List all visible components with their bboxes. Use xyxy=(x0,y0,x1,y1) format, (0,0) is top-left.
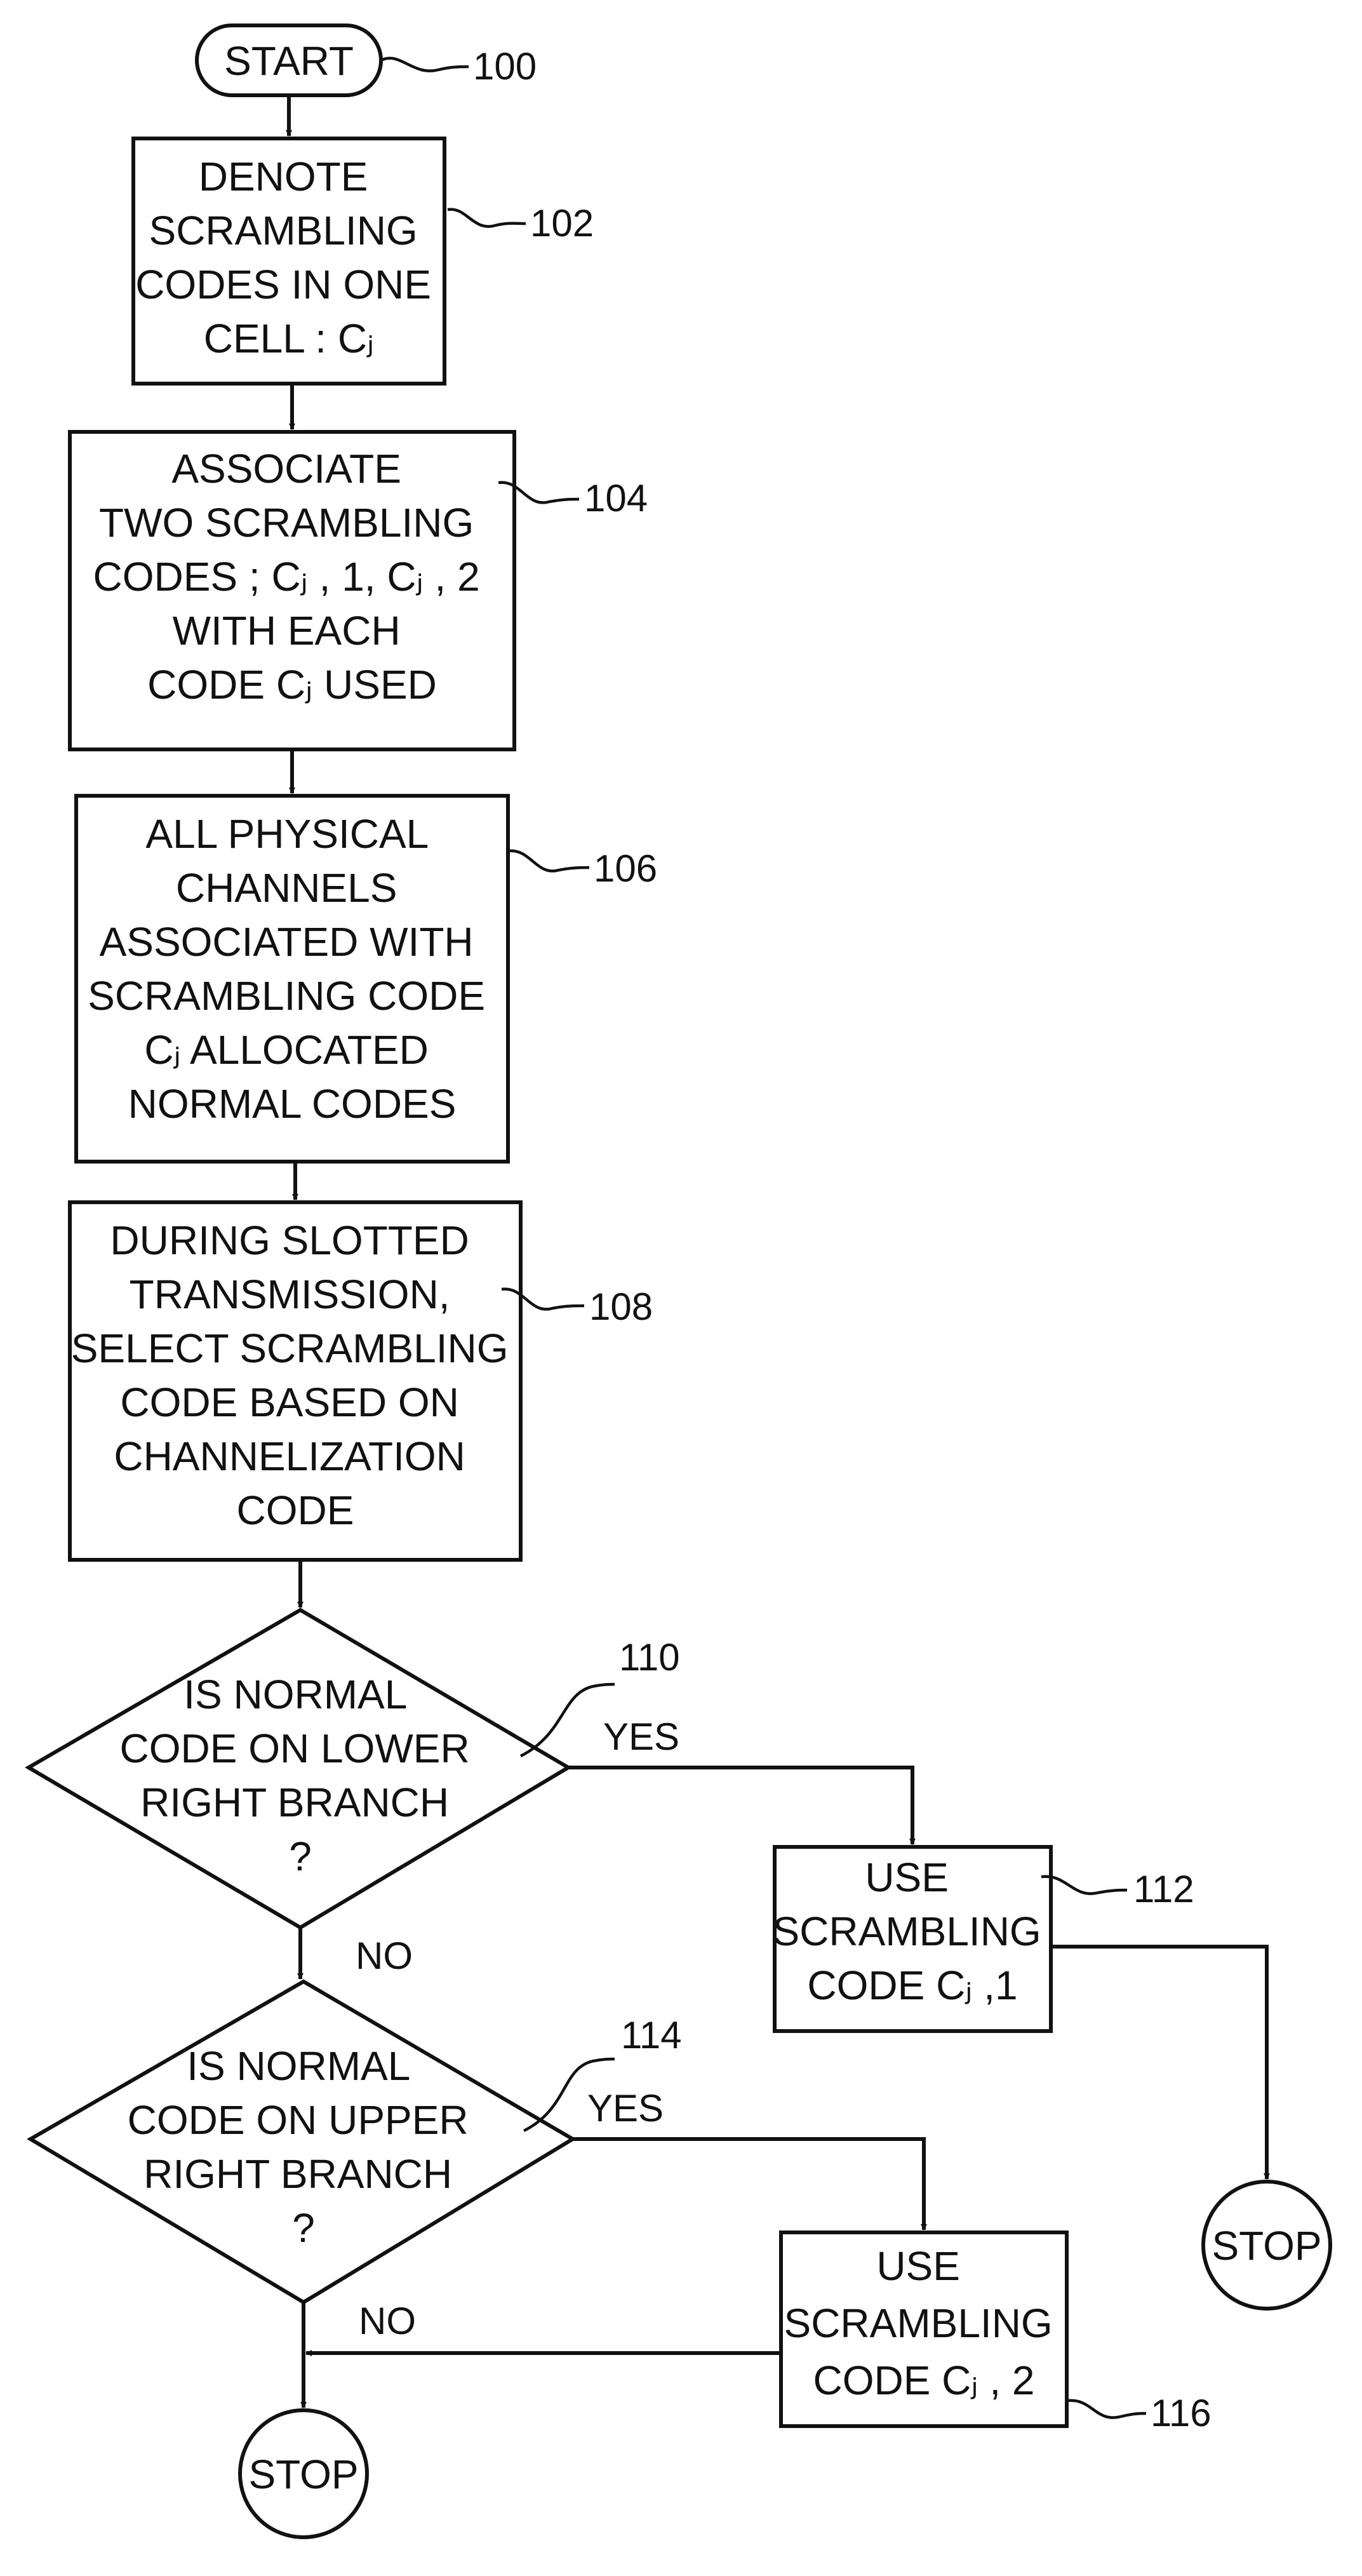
ref-106: 106 xyxy=(594,847,657,890)
leader-110 xyxy=(521,1684,615,1756)
leader-116 xyxy=(1067,2401,1146,2418)
leader-100 xyxy=(381,58,469,71)
stop-right-label: STOP xyxy=(1212,2223,1321,2269)
stop-bottom-terminal: STOP xyxy=(240,2410,367,2537)
leader-106 xyxy=(508,851,589,871)
step-106-box: ALL PHYSICAL CHANNELS ASSOCIATED WITH SC… xyxy=(76,796,508,1162)
ref-108: 108 xyxy=(589,1285,653,1328)
leader-112 xyxy=(1041,1877,1127,1894)
step-116-box: USE SCRAMBLING CODE Cⱼ , 2 xyxy=(781,2232,1067,2426)
yes-label-110: YES xyxy=(603,1715,679,1758)
step-102-box: DENOTE SCRAMBLING CODES IN ONE CELL : Cⱼ xyxy=(133,138,444,384)
decision-110-diamond: IS NORMAL CODE ON LOWER RIGHT BRANCH ? xyxy=(29,1610,568,1928)
stop-bottom-label: STOP xyxy=(248,2452,358,2497)
ref-114: 114 xyxy=(621,2014,682,2056)
ref-112: 112 xyxy=(1133,1868,1194,1910)
edge-114-yes-to-116 xyxy=(573,2139,924,2230)
edge-110-yes-to-112 xyxy=(568,1768,912,1844)
yes-label-114: YES xyxy=(587,2087,664,2130)
ref-104: 104 xyxy=(584,477,648,520)
edge-112-to-stop-right xyxy=(1051,1947,1267,2179)
no-label-114: NO xyxy=(359,2300,416,2342)
start-label: START xyxy=(224,38,354,84)
decision-114-diamond: IS NORMAL CODE ON UPPER RIGHT BRANCH ? xyxy=(30,1982,573,2302)
ref-100: 100 xyxy=(473,45,537,88)
step-104-box: ASSOCIATE TWO SCRAMBLING CODES ; Cⱼ , 1,… xyxy=(70,432,514,749)
step-112-box: USE SCRAMBLING CODE Cⱼ ,1 xyxy=(773,1847,1053,2031)
leader-102 xyxy=(448,210,526,227)
ref-110: 110 xyxy=(619,1636,680,1679)
stop-right-terminal: STOP xyxy=(1203,2182,1330,2309)
no-label-110: NO xyxy=(356,1935,413,1977)
step-108-box: DURING SLOTTED TRANSMISSION, SELECT SCRA… xyxy=(70,1202,521,1560)
ref-116: 116 xyxy=(1151,2392,1212,2434)
start-terminal: START xyxy=(197,25,381,95)
ref-102: 102 xyxy=(530,202,594,245)
